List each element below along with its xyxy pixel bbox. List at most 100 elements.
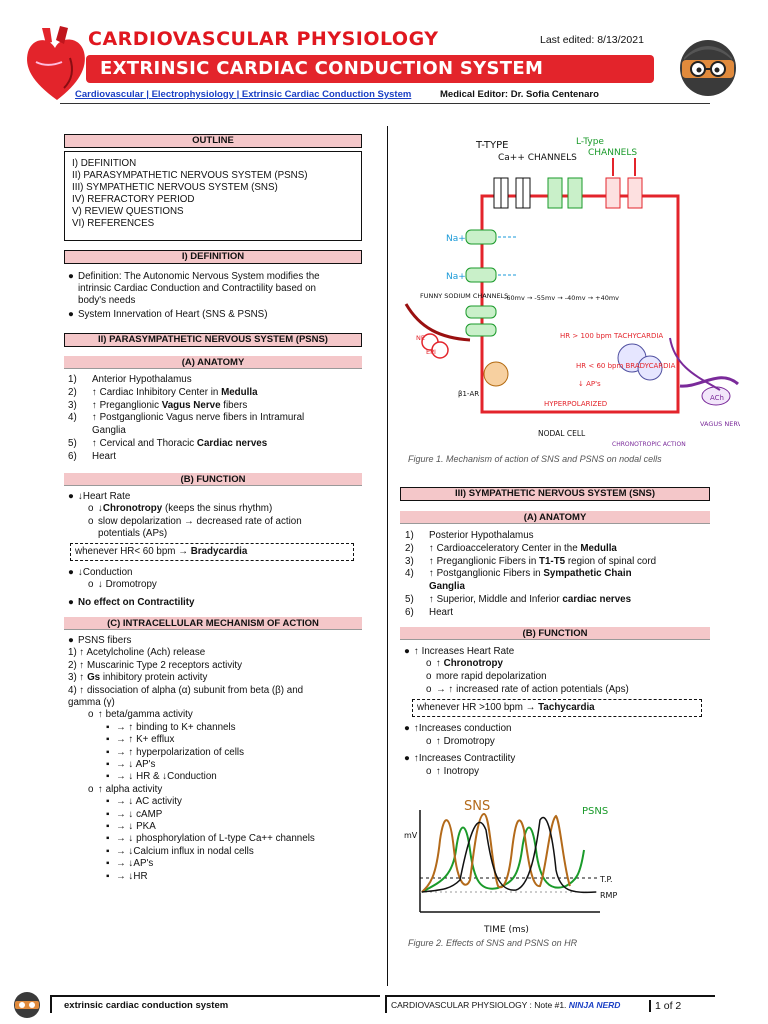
outline-item[interactable]: V) REVIEW QUESTIONS bbox=[72, 206, 184, 217]
label-funny: FUNNY SODIUM CHANNELS bbox=[420, 292, 508, 300]
page-header: CARDIOVASCULAR PHYSIOLOGY Last edited: 8… bbox=[0, 0, 768, 108]
baseline-curve bbox=[421, 816, 597, 894]
label-vagus: VAGUS NERVE bbox=[700, 420, 740, 428]
mechanism-item: gamma (γ) bbox=[68, 697, 115, 708]
bullet-icon: ● bbox=[68, 567, 74, 578]
list-number: 5) bbox=[68, 438, 77, 449]
label-na1: Na+ bbox=[446, 234, 466, 244]
label-ttype: T-TYPE bbox=[475, 140, 508, 151]
bullet-icon: ▪ bbox=[106, 721, 110, 733]
bullet-icon: ● bbox=[68, 491, 74, 502]
bullet-icon: ● bbox=[68, 271, 74, 282]
label-ltype2: CHANNELS bbox=[588, 148, 637, 158]
topic-title: EXTRINSIC CARDIAC CONDUCTION SYSTEM bbox=[100, 58, 544, 79]
definition-text: body's needs bbox=[78, 295, 136, 306]
outline-item[interactable]: VI) REFERENCES bbox=[72, 218, 155, 229]
bradycardia-box: whenever HR< 60 bpm → Bradycardia bbox=[70, 543, 354, 561]
list-number: 2) bbox=[405, 542, 414, 554]
label-ne: NE bbox=[416, 334, 425, 342]
list-item: ↑ Preganglionic Fibers in T1-T5 region o… bbox=[429, 555, 657, 567]
figure2-hr-graph: SNS PSNS mV TIME (ms) T.P. RMP bbox=[404, 799, 617, 935]
sns-rate: → ↑ increased rate of action potentials … bbox=[436, 684, 629, 695]
bullet-icon: ▪ bbox=[106, 746, 110, 758]
label-chrono: CHRONOTROPIC ACTION bbox=[612, 441, 686, 448]
mechanism-item: → ↓ AP's bbox=[116, 759, 156, 770]
sns-dromo: ↑ Dromotropy bbox=[436, 736, 495, 747]
medical-editor: Medical Editor: Dr. Sofia Centenaro bbox=[440, 89, 599, 100]
footer-topic: extrinsic cardiac conduction system bbox=[64, 1000, 229, 1011]
outline-item[interactable]: I) DEFINITION bbox=[72, 158, 137, 169]
psns-chrono: ↓Chronotropy (keeps the sinus rhythm) bbox=[98, 503, 273, 514]
breadcrumb[interactable]: Cardiovascular | Electrophysiology | Ext… bbox=[75, 89, 412, 100]
ninja-mascot-icon bbox=[680, 40, 736, 96]
psns-hr: ↓Heart Rate bbox=[78, 491, 131, 502]
bullet-icon: ▪ bbox=[106, 858, 110, 870]
list-number: 4) bbox=[405, 568, 414, 580]
ninja-footer-icon bbox=[14, 992, 40, 1018]
mechanism-item: ↑ beta/gamma activity bbox=[98, 709, 193, 721]
label-hr60: HR < 60 bpm BRADYCARDIA bbox=[576, 362, 676, 370]
psns-conduction: ↓Conduction bbox=[78, 567, 133, 578]
course-title: CARDIOVASCULAR PHYSIOLOGY bbox=[88, 28, 439, 50]
list-item: Posterior Hypothalamus bbox=[429, 530, 534, 541]
definition-heading: I) DEFINITION bbox=[64, 250, 362, 264]
definition-text: System Innervation of Heart (SNS & PSNS) bbox=[78, 309, 268, 320]
list-item: ↑ Postganglionic Fibers in Sympathetic C… bbox=[429, 568, 632, 580]
sns-conduction: ↑Increases conduction bbox=[414, 723, 512, 734]
l-type-channel-icon bbox=[547, 177, 583, 209]
mechanism-item: 3) ↑ Gs inhibitory protein activity bbox=[68, 672, 208, 684]
list-number: 2) bbox=[68, 386, 77, 398]
psns-slow-dep: slow depolarization → decreased rate of … bbox=[98, 516, 302, 527]
circle-bullet-icon: o bbox=[426, 671, 432, 682]
label-ttype2: Ca++ CHANNELS bbox=[498, 153, 577, 163]
circle-bullet-icon: o bbox=[426, 658, 432, 669]
mechanism-item: → ↓ cAMP bbox=[116, 808, 163, 820]
sns-contract: ↑Increases Contractility bbox=[414, 753, 516, 764]
mech-heading: (C) INTRACELLULAR MECHANISM OF ACTION bbox=[64, 617, 362, 630]
list-number: 1) bbox=[68, 374, 77, 385]
list-item: Anterior Hypothalamus bbox=[92, 374, 192, 385]
circle-bullet-icon: o bbox=[426, 766, 432, 777]
bullet-icon: o bbox=[88, 783, 94, 795]
figure1-caption: Figure 1. Mechanism of action of SNS and… bbox=[408, 454, 662, 464]
label-epi: EPI bbox=[426, 348, 436, 356]
list-item: ↑ Superior, Middle and Inferior cardiac … bbox=[429, 594, 632, 605]
mechanism-item: ↑ alpha activity bbox=[98, 783, 163, 795]
list-number: 5) bbox=[405, 594, 414, 605]
mechanism-item: → ↓ AC activity bbox=[116, 796, 182, 808]
circle-bullet-icon: o bbox=[88, 579, 94, 590]
sns-ino: ↑ Inotropy bbox=[436, 766, 480, 777]
list-number: 6) bbox=[405, 606, 414, 618]
bullet-icon: ▪ bbox=[106, 870, 110, 882]
sns-function-heading: (B) FUNCTION bbox=[400, 627, 710, 640]
outline-item[interactable]: III) SYMPATHETIC NERVOUS SYSTEM (SNS) bbox=[72, 182, 278, 193]
header-divider bbox=[60, 103, 710, 104]
bullet-icon: ● bbox=[68, 597, 74, 608]
label-ach: ACh bbox=[710, 394, 724, 402]
list-item: ↑ Cardiac Inhibitory Center in Medulla bbox=[92, 386, 258, 398]
bullet-icon: ▪ bbox=[106, 759, 110, 770]
list-item: Heart bbox=[92, 450, 116, 462]
label-bar: β1-AR bbox=[458, 390, 479, 398]
bullet-icon: ▪ bbox=[106, 734, 110, 746]
outline-item[interactable]: II) PARASYMPATHETIC NERVOUS SYSTEM (PSNS… bbox=[72, 170, 308, 181]
definition-text: intrinsic Cardiac Conduction and Contrac… bbox=[78, 283, 316, 294]
last-edited-date: Last edited: 8/13/2021 bbox=[540, 34, 644, 46]
bullet-icon: ▪ bbox=[106, 771, 110, 783]
outline-item[interactable]: IV) REFRACTORY PERIOD bbox=[72, 194, 195, 205]
mechanism-item: → ↑ hyperpolarization of cells bbox=[116, 746, 244, 758]
sns-heading: III) SYMPATHETIC NERVOUS SYSTEM (SNS) bbox=[400, 487, 710, 501]
figure2-caption: Figure 2. Effects of SNS and PSNS on HR bbox=[408, 938, 578, 948]
bullet-icon: ● bbox=[404, 646, 410, 657]
page-number: 1 of 2 bbox=[649, 1000, 681, 1012]
heart-logo-icon bbox=[27, 26, 85, 100]
list-item: ↑ Preganglionic Vagus Nerve fibers bbox=[92, 399, 248, 411]
mechanism-item: → ↓ HR & ↓Conduction bbox=[116, 771, 217, 783]
mechanism-item: → ↑ K+ efflux bbox=[116, 734, 175, 746]
rmp-label: RMP bbox=[600, 891, 617, 900]
bullet-icon: o bbox=[88, 709, 94, 721]
label-rmp: -60mv → -55mv → -40mv → +40mv bbox=[504, 294, 619, 302]
mechanism-item: → ↓AP's bbox=[116, 858, 154, 870]
psns-dromo: ↓ Dromotropy bbox=[98, 579, 157, 590]
list-item: ↑ Cervical and Thoracic Cardiac nerves bbox=[92, 438, 268, 449]
